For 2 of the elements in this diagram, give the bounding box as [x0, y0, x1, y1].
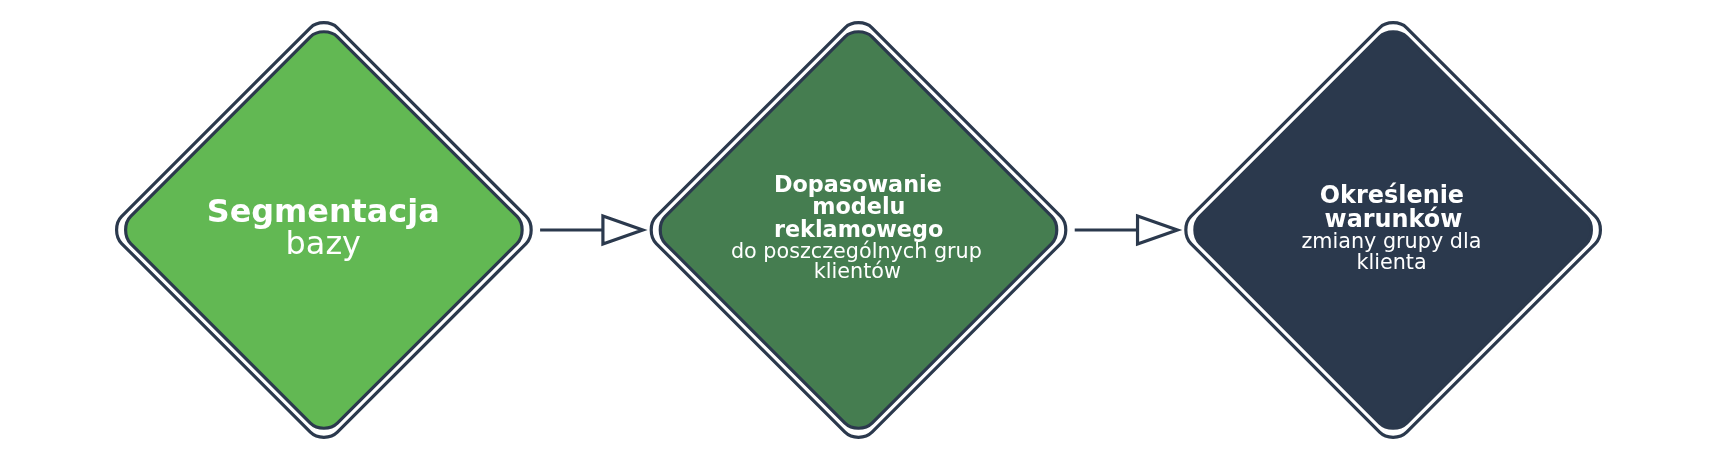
arrow: [540, 213, 648, 247]
arrow: [1074, 213, 1183, 247]
